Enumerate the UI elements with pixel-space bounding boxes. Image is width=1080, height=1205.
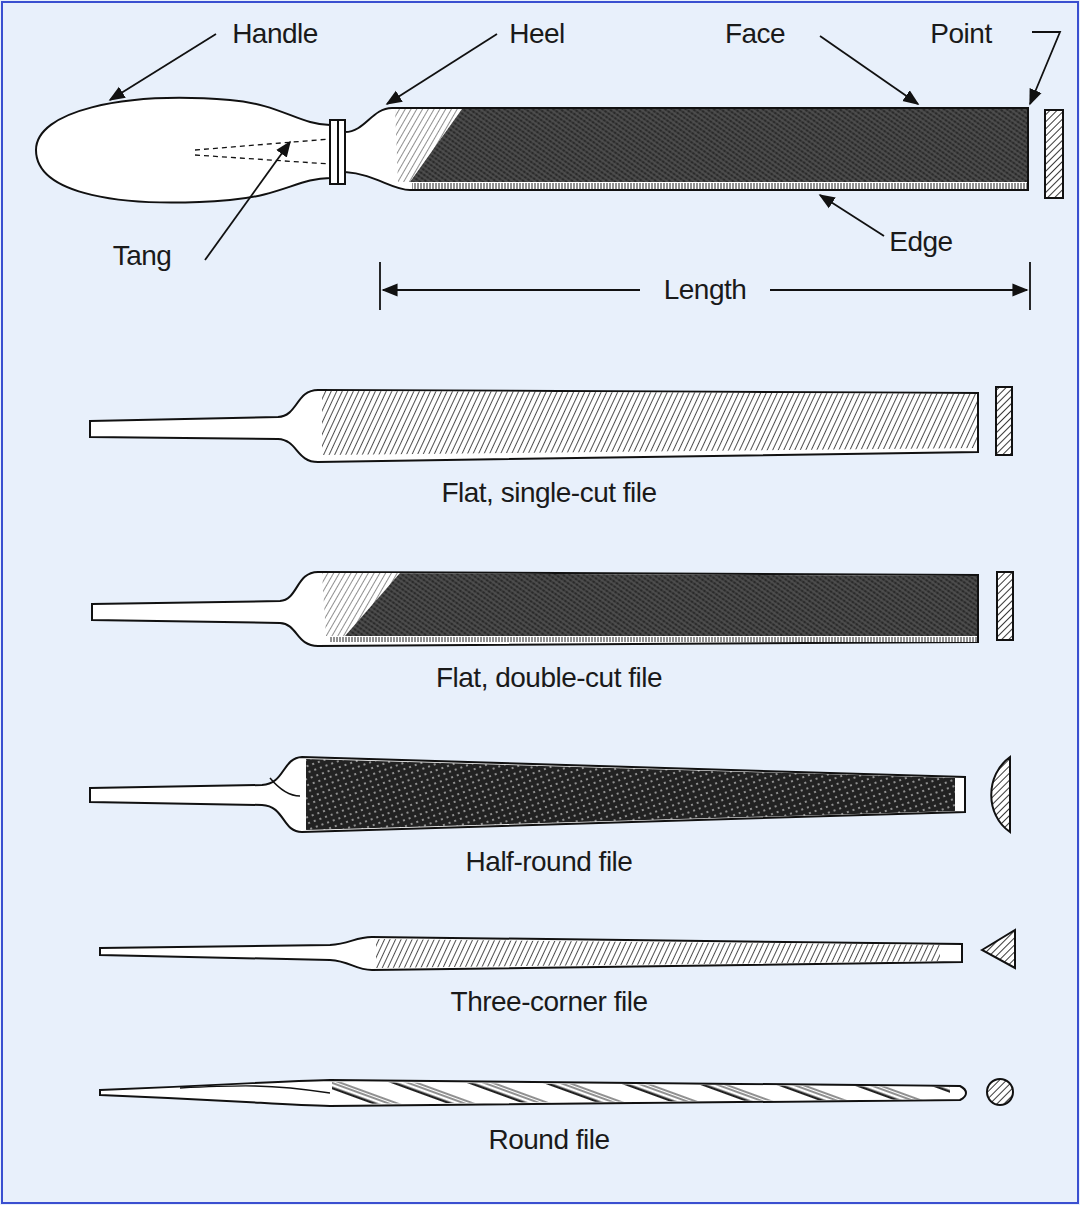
- file-type-label: Flat, double-cut file: [436, 663, 662, 694]
- length-dimension: [380, 262, 1030, 310]
- file-type-label: Round file: [488, 1125, 609, 1156]
- cross-section: [1045, 110, 1063, 198]
- anatomy-file: [36, 98, 1063, 203]
- part-label: Tang: [113, 241, 172, 272]
- file-type-label: Three-corner file: [451, 987, 648, 1018]
- three-corner-file: [100, 930, 1015, 970]
- dimension-label: Length: [658, 275, 753, 306]
- file-face: [395, 109, 1027, 182]
- part-label: Face: [725, 19, 785, 50]
- file-edge: [412, 183, 1027, 189]
- part-label: Handle: [232, 19, 318, 50]
- leader-lines: [110, 32, 1060, 260]
- part-label: Point: [930, 19, 991, 50]
- part-label: Edge: [889, 227, 952, 258]
- part-label: Heel: [509, 19, 565, 50]
- handle: [36, 98, 330, 203]
- ferrule: [330, 120, 345, 184]
- file-type-label: Half-round file: [466, 847, 633, 878]
- flat-single-cut-file: [90, 387, 1012, 462]
- round-file: [100, 1079, 1013, 1106]
- half-round-file: [90, 757, 1010, 832]
- file-type-label: Flat, single-cut file: [441, 478, 656, 509]
- tang-hidden: [195, 139, 330, 150]
- flat-double-cut-file: [92, 572, 1013, 646]
- file-blade: [345, 108, 1028, 190]
